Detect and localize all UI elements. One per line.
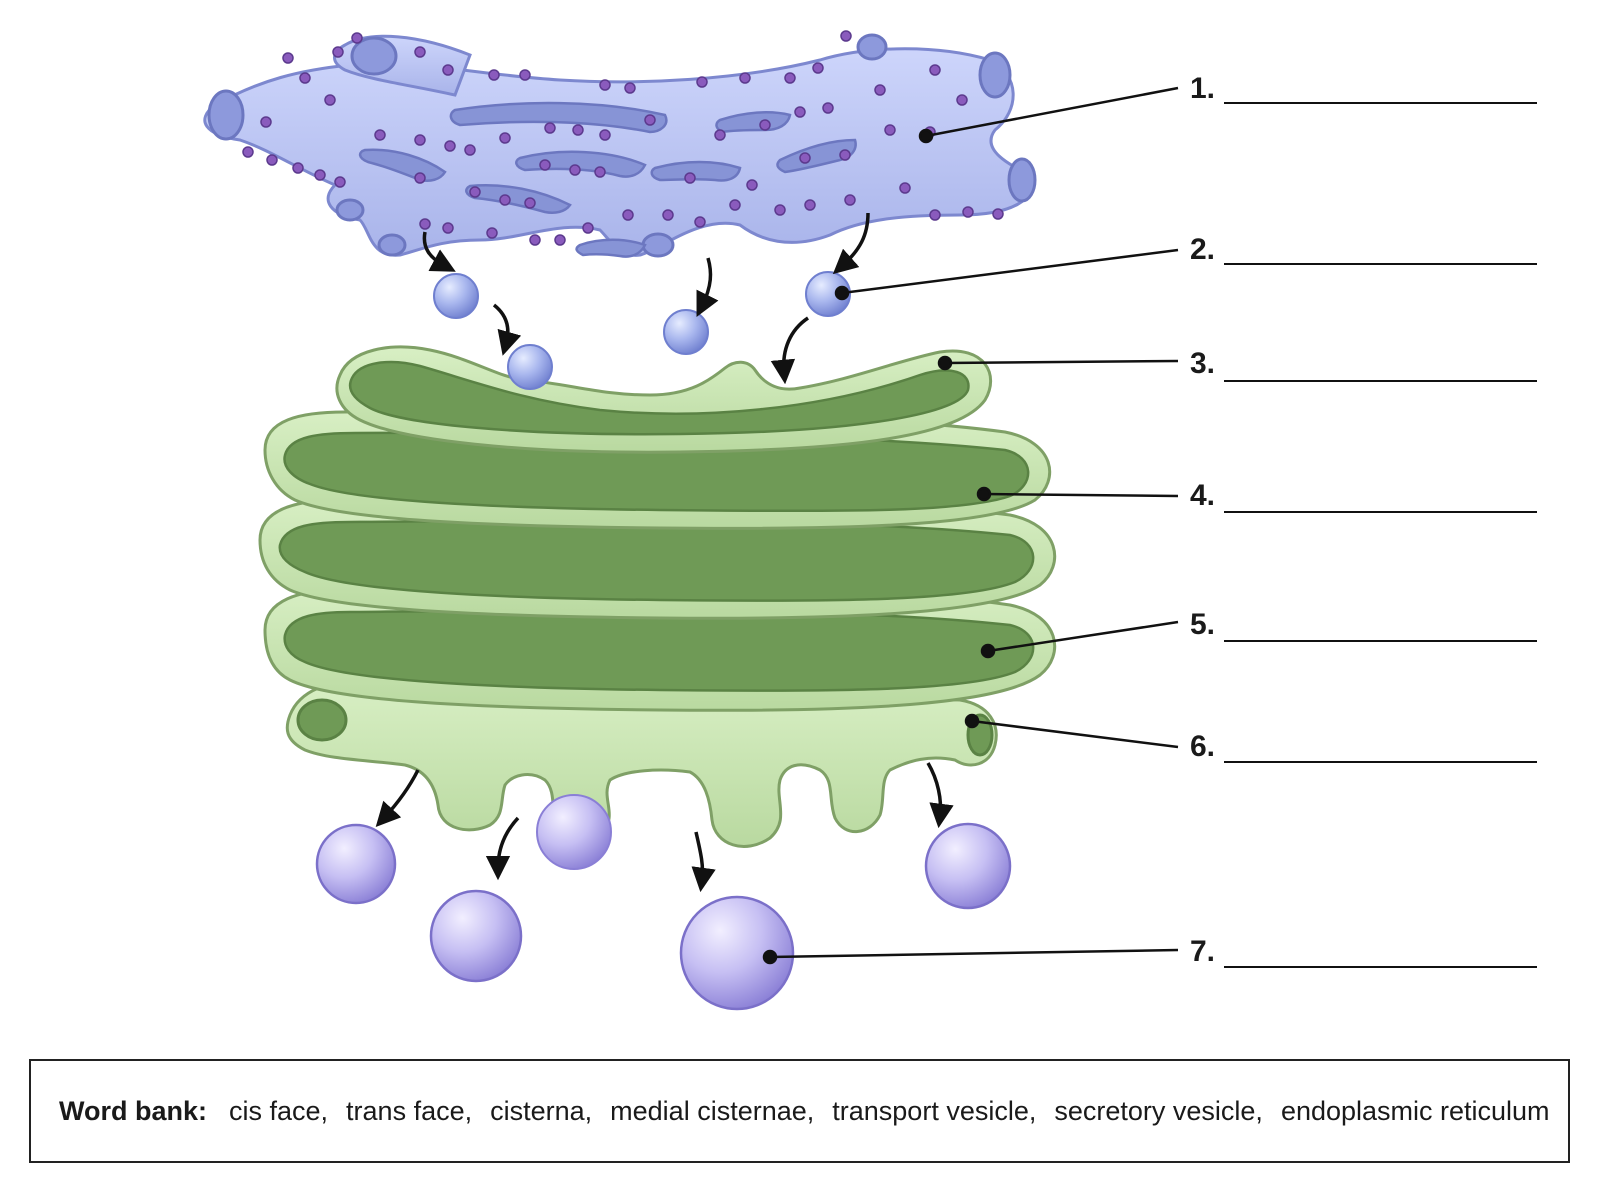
transport-vesicle (433, 273, 479, 319)
trans-cisterna (285, 680, 998, 848)
er-tube-opening (377, 233, 407, 257)
secretory-vesicle (315, 823, 397, 905)
leader-line-1 (925, 86, 1179, 138)
secretory-vesicle (536, 794, 612, 870)
leader-lines (762, 86, 1179, 965)
transport-vesicle (663, 309, 709, 355)
er-lumen-slits (358, 101, 857, 258)
label-number-7: 7. (1190, 935, 1215, 968)
leader-dot-4 (976, 486, 992, 502)
er-tube-opening (350, 36, 398, 76)
leader-dot-5 (980, 643, 996, 659)
transport-vesicle (507, 344, 553, 390)
leader-line-2 (841, 248, 1179, 295)
word-bank-term: medial cisternae, (610, 1095, 815, 1126)
label-number-2: 2. (1190, 233, 1215, 266)
leader-line-3 (944, 359, 1179, 365)
medial-cisterna-lumen (278, 519, 1035, 602)
leader-line-5 (987, 620, 1179, 653)
er-tube-opening (641, 232, 675, 258)
label-number-4: 4. (1190, 479, 1215, 512)
leader-dot-1 (918, 128, 934, 144)
trans-cisterna-opening (296, 698, 348, 742)
leader-dot-3 (937, 355, 953, 371)
golgi-apparatus (258, 344, 1057, 848)
er-tube-opening (856, 33, 888, 61)
secretory-vesicle (429, 889, 523, 983)
medial-cisterna-lumen (283, 608, 1035, 692)
transport-vesicles (433, 271, 851, 355)
word-bank-term: transport vesicle, (832, 1095, 1037, 1126)
transport-vesicle (805, 271, 851, 317)
label-list: 1. 2. 3. 4. 5. 6. 7. (1190, 72, 1537, 968)
label-number-1: 1. (1190, 72, 1215, 105)
endoplasmic-reticulum (203, 30, 1037, 258)
label-number-6: 6. (1190, 730, 1215, 763)
er-tube-opening (978, 51, 1012, 99)
er-tube-opening (207, 89, 245, 141)
leader-line-7 (769, 948, 1179, 959)
secretory-vesicle (924, 822, 1012, 910)
word-bank-box: Word bank: cis face, trans face, cistern… (29, 1059, 1570, 1163)
secretory-vesicles (315, 794, 1012, 1011)
leader-dot-2 (834, 285, 850, 301)
word-bank-term: cis face, (229, 1095, 329, 1126)
er-arrows (422, 212, 870, 385)
word-bank-term: secretory vesicle, (1054, 1095, 1263, 1126)
label-number-5: 5. (1190, 608, 1215, 641)
leader-line-4 (983, 492, 1179, 498)
er-tube-opening (335, 198, 365, 222)
word-bank-term: cisterna, (490, 1095, 593, 1126)
word-bank-title: Word bank: (59, 1095, 207, 1126)
ribosomes (242, 30, 1004, 246)
word-bank-term: endoplasmic reticulum (1280, 1095, 1550, 1126)
cis-cisterna-lumen (348, 360, 970, 436)
golgi-arrows (375, 762, 954, 893)
leader-dot-7 (762, 949, 778, 965)
secretory-vesicle (679, 895, 795, 1011)
word-bank-term: trans face, (346, 1095, 473, 1126)
leader-line-6 (971, 719, 1179, 749)
er-tube-opening (1007, 157, 1037, 203)
er-body (203, 47, 1034, 257)
label-number-3: 3. (1190, 347, 1215, 380)
leader-dot-6 (964, 713, 980, 729)
